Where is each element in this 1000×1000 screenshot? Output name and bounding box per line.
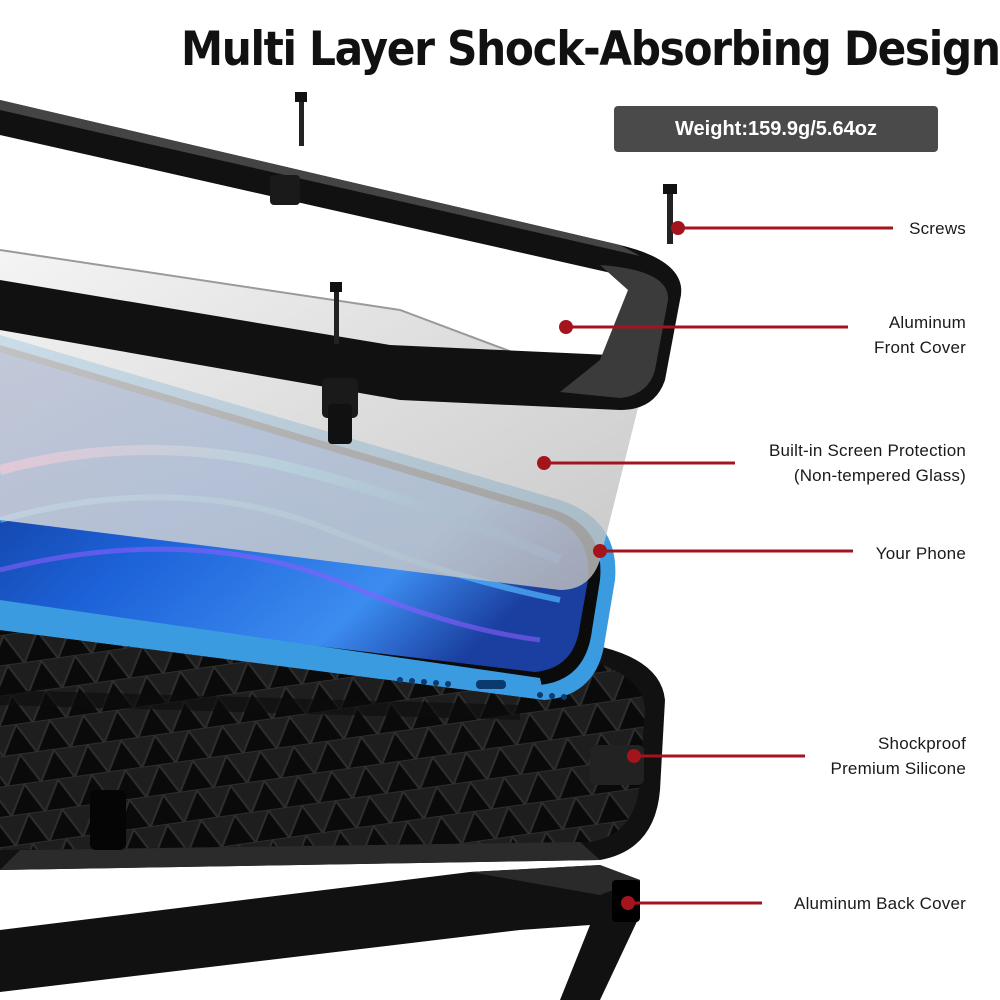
leader-front-cover [559,320,848,334]
callout-label-phone: Your Phone [876,541,966,566]
leader-silicone [627,749,805,763]
callout-line: Built-in Screen Protection [768,441,966,460]
callout-label-screws: Screws [909,216,966,241]
screw-2 [663,184,677,244]
back-cover-frame [0,865,640,1000]
callout-line: Front Cover [874,338,966,357]
screw-4 [328,404,352,444]
page-title: Multi Layer Shock-Absorbing Design [181,22,1000,77]
callout-label-silicone: Shockproof Premium Silicone [831,731,966,781]
callout-line: Shockproof [878,734,966,753]
callout-line: Your Phone [875,544,966,563]
callout-line: (Non-tempered Glass) [793,466,966,485]
callout-label-screen-protection: Built-in Screen Protection (Non-tempered… [769,438,966,488]
callout-label-front-cover: Aluminum Front Cover [874,310,966,360]
callout-leaders [537,221,893,910]
leader-phone [593,544,853,558]
leader-screen-protection [537,456,735,470]
callout-label-back-cover: Aluminum Back Cover [794,891,966,916]
screw-set [295,92,677,444]
callout-line: Premium Silicone [830,759,966,778]
leader-screws [671,221,893,235]
screw-1 [295,92,307,146]
screw-3 [330,282,342,344]
callout-line: Aluminum Back Cover [794,894,966,913]
front-cover-frame [0,100,682,418]
leader-back-cover [621,896,762,910]
weight-badge: Weight:159.9g/5.64oz [614,106,938,152]
callout-line: Aluminum [888,313,966,332]
callout-line: Screws [909,219,966,238]
